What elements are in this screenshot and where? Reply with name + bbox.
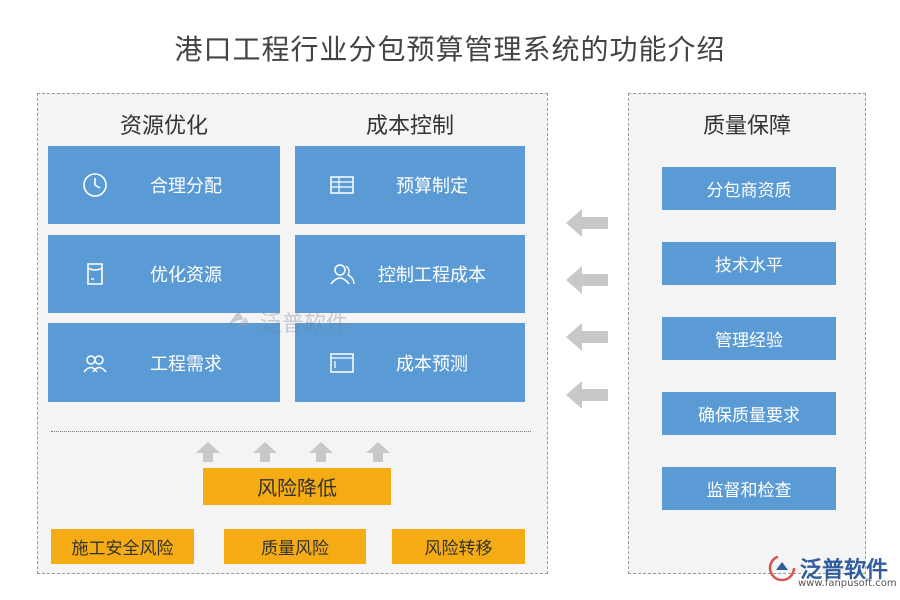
brand-logo-icon xyxy=(768,554,796,582)
brand-logo-url: www.fanpusoft.com xyxy=(798,578,897,589)
left-arrow-icon xyxy=(566,209,608,237)
up-arrow-icon xyxy=(366,442,390,462)
watermark-text: 泛普软件 xyxy=(260,312,349,337)
tile-label: 合理分配 xyxy=(150,176,222,197)
quality-item-subcontractor-qualification: 分包商资质 xyxy=(662,167,836,210)
divider xyxy=(51,431,531,432)
tile-cost-forecast: 成本预测 xyxy=(295,323,525,402)
risk-item-quality: 质量风险 xyxy=(224,529,366,564)
quality-assurance-heading: 质量保障 xyxy=(702,114,791,139)
left-arrow-icon xyxy=(566,266,608,294)
risk-item-construction-safety: 施工安全风险 xyxy=(51,529,194,564)
watermark: 泛普软件 xyxy=(222,305,348,339)
tile-optimize-resources: 优化资源 xyxy=(48,235,280,313)
left-arrow-icon xyxy=(566,381,608,409)
clock-icon xyxy=(78,168,112,202)
tile-reasonable-allocation: 合理分配 xyxy=(48,146,280,224)
up-arrow-icon xyxy=(309,442,333,462)
brand-logo: 泛普软件 www.fanpusoft.com xyxy=(768,552,897,589)
up-arrow-icon xyxy=(196,442,220,462)
tile-label: 控制工程成本 xyxy=(378,265,486,286)
cost-control-heading: 成本控制 xyxy=(365,114,454,139)
risk-item-transfer: 风险转移 xyxy=(392,529,525,564)
spreadsheet-icon xyxy=(325,168,359,202)
quality-item-management-experience: 管理经验 xyxy=(662,317,836,360)
window-icon xyxy=(325,346,359,380)
risk-reduction-box: 风险降低 xyxy=(203,468,391,505)
watermark-logo-icon xyxy=(228,311,250,329)
quality-item-supervision-inspection: 监督和检查 xyxy=(662,467,836,510)
people-icon xyxy=(78,346,112,380)
up-arrow-icon xyxy=(253,442,277,462)
tile-label: 成本预测 xyxy=(396,353,468,375)
person-icon xyxy=(325,257,359,291)
tile-engineering-demand: 工程需求 xyxy=(48,323,280,402)
tile-label: 预算制定 xyxy=(396,176,468,197)
resource-optimization-heading: 资源优化 xyxy=(119,114,208,139)
quality-item-technical-level: 技术水平 xyxy=(662,242,836,285)
tile-label: 优化资源 xyxy=(150,265,222,286)
brand-logo-text: 泛普软件 xyxy=(800,558,889,583)
quality-item-ensure-quality: 确保质量要求 xyxy=(662,392,836,435)
left-arrow-icon xyxy=(566,323,608,351)
tile-control-engineering-cost: 控制工程成本 xyxy=(295,235,525,313)
tile-budget-formulation: 预算制定 xyxy=(295,146,525,224)
document-icon xyxy=(78,257,112,291)
page-title: 港口工程行业分包预算管理系统的功能介绍 xyxy=(174,33,726,66)
tile-label: 工程需求 xyxy=(150,353,222,375)
